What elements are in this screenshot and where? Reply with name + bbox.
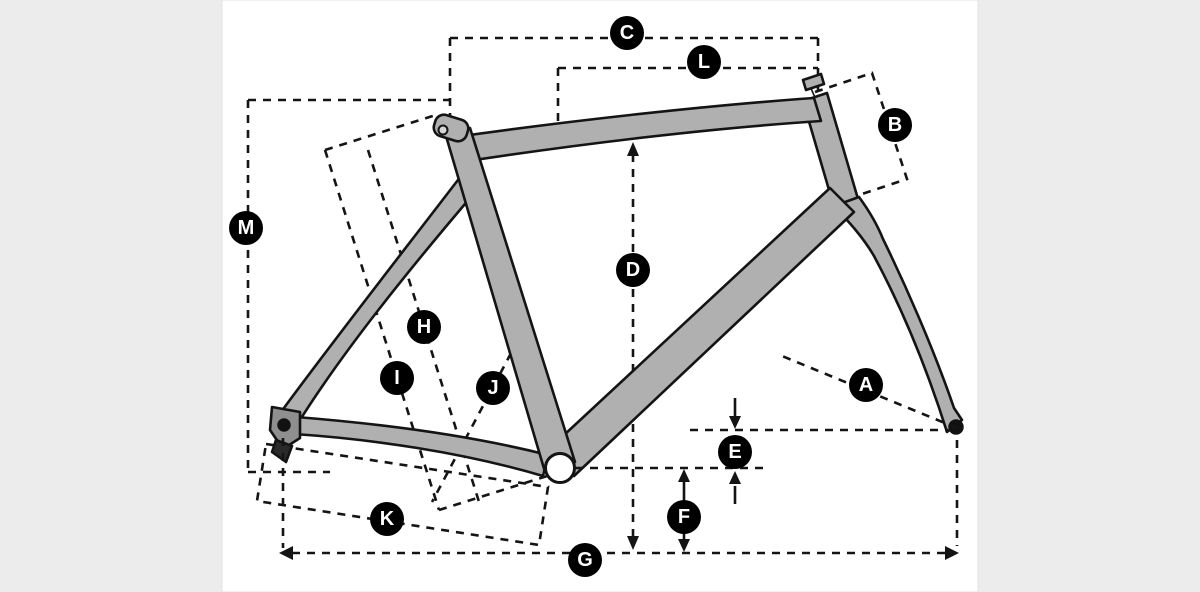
measure-box-k [255,442,550,547]
arrowhead-g-left [279,546,293,560]
arrowhead-d-down [627,536,639,550]
down-tube [547,186,856,478]
seat-clamp-bolt [437,124,449,136]
rear-axle [277,418,291,432]
arrowhead-e-up [729,471,741,484]
arrowhead-d-up [627,142,639,156]
top-tube [446,96,823,165]
arrowhead-e-down [729,416,741,429]
fork [832,195,964,434]
bike-frame [268,72,964,484]
measure-line-i [323,149,441,511]
measure-line-j [430,339,520,503]
canvas-panel [221,0,979,592]
measure-box-b [813,71,909,200]
arrowhead-f-up [678,469,690,482]
bottom-bracket [544,452,576,484]
steerer-cap [801,72,826,92]
measure-connector-bottom [438,470,561,512]
arrowhead-f-down [678,539,690,552]
measure-connector-top [324,112,440,152]
derailleur-hanger [270,438,294,464]
arrowhead-g-right [945,546,959,560]
